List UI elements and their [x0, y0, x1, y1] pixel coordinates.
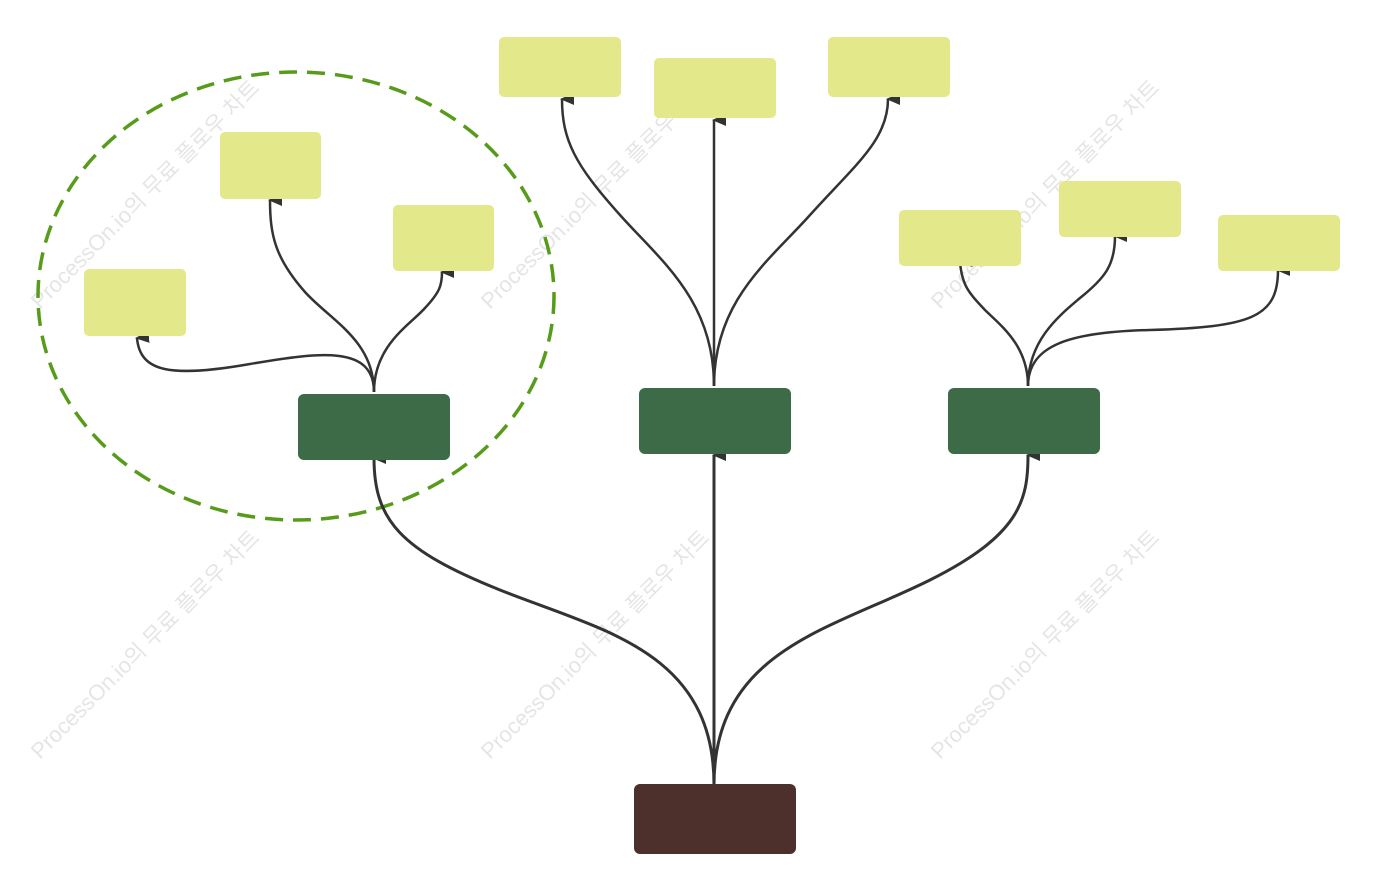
branch-node[interactable]	[639, 388, 791, 454]
leaf-node[interactable]	[828, 37, 950, 97]
branch-nodes	[298, 388, 1100, 460]
leaf-node[interactable]	[499, 37, 621, 97]
watermark: ProcessOn.io의 무료 플로우 차트	[476, 525, 715, 764]
leaf-node[interactable]	[1218, 215, 1340, 271]
leaf-nodes	[84, 37, 1340, 336]
connector-center-to-leaf-3[interactable]	[712, 93, 901, 387]
connectors-root	[372, 449, 1041, 786]
connector-root-to-branch-right[interactable]	[712, 449, 1041, 786]
connectors-branches	[135, 92, 1291, 393]
branch-node[interactable]	[298, 394, 450, 460]
leaf-node[interactable]	[84, 269, 186, 336]
leaf-node[interactable]	[220, 132, 321, 199]
connector-left-to-leaf-1[interactable]	[135, 330, 376, 393]
connector-right-to-leaf-3[interactable]	[1026, 264, 1291, 387]
leaf-node[interactable]	[1059, 181, 1181, 237]
connector-center-to-leaf-1[interactable]	[560, 92, 716, 387]
leaf-node[interactable]	[654, 58, 776, 118]
connector-left-to-leaf-3[interactable]	[372, 266, 455, 393]
group-outline-left	[36, 70, 556, 522]
connector-right-to-leaf-2[interactable]	[1026, 230, 1128, 387]
leaf-node[interactable]	[899, 210, 1021, 266]
branch-node[interactable]	[948, 388, 1100, 454]
watermark: ProcessOn.io의 무료 플로우 차트	[26, 525, 265, 764]
root-node[interactable]	[634, 784, 796, 854]
connector-left-to-leaf-2[interactable]	[268, 193, 376, 393]
leaf-node[interactable]	[393, 205, 494, 271]
connector-root-to-branch-left[interactable]	[372, 451, 716, 786]
connector-right-to-leaf-1[interactable]	[958, 254, 1030, 387]
